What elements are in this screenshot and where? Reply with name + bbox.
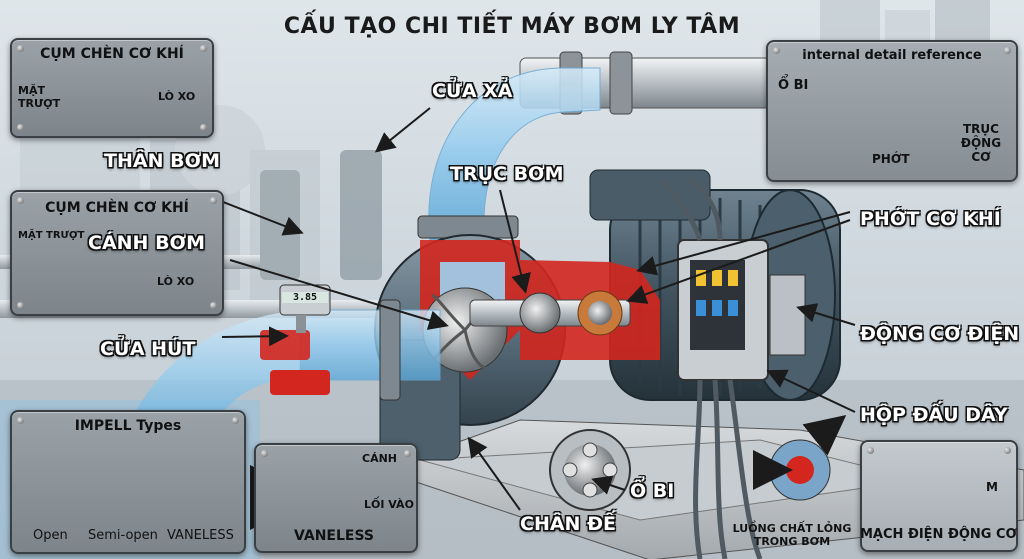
screw-icon: [17, 197, 24, 204]
pressure-gauge-readout: 3.85: [282, 292, 328, 303]
panel-title: CỤM CHÈN CƠ KHÍ: [40, 46, 184, 62]
label-spring: LÒ XO: [157, 275, 195, 288]
callout-impeller: CÁNH BƠM: [88, 232, 206, 254]
impeller-types-panel: IMPELL Types: [10, 410, 246, 554]
motor-circuit-panel: [860, 440, 1018, 552]
internal-detail-panel: internal detail reference: [766, 40, 1018, 182]
impeller-type-semi-open: Semi-open: [88, 528, 158, 543]
screw-icon: [17, 302, 24, 309]
impeller-type-open: Open: [33, 528, 68, 543]
motor-symbol: M: [986, 480, 998, 494]
callout-pump-casing: THÂN BƠM: [104, 150, 221, 172]
callout-mechanical-seal: PHỚT CƠ KHÍ: [860, 208, 1001, 230]
vaneless-panel: [254, 443, 418, 553]
screw-icon: [17, 124, 24, 131]
label-vane: CÁNH: [362, 452, 397, 465]
panel-title: CỤM CHÈN CƠ KHÍ: [45, 200, 189, 216]
callout-suction-inlet: CỬA HÚT: [100, 338, 196, 360]
mechanical-seal-panel-mid: CỤM CHÈN CƠ KHÍ: [10, 190, 224, 316]
label-sliding-face: MẶT TRƯỢT: [18, 230, 85, 241]
callout-discharge-outlet: CỬA XẢ: [432, 80, 513, 102]
screw-icon: [200, 124, 207, 131]
screw-icon: [200, 45, 207, 52]
diagram-title: CẤU TẠO CHI TIẾT MÁY BƠM LY TÂM: [283, 14, 741, 39]
screw-icon: [232, 417, 239, 424]
panel-title: internal detail reference: [802, 48, 982, 63]
screw-icon: [261, 450, 268, 457]
screw-icon: [867, 447, 874, 454]
label-bearing: Ổ BI: [778, 78, 809, 93]
label-sliding-face: MẶT TRƯỢT: [18, 84, 61, 110]
callout-pump-shaft: TRỤC BƠM: [450, 163, 564, 185]
screw-icon: [17, 45, 24, 52]
label-seal: PHỚT: [872, 152, 910, 166]
panel-title: IMPELL Types: [74, 418, 182, 434]
screw-icon: [210, 302, 217, 309]
screw-icon: [210, 197, 217, 204]
mechanical-seal-panel-top: CỤM CHÈN CƠ KHÍ: [10, 38, 214, 138]
vaneless-title: VANELESS: [293, 528, 375, 544]
circuit-title: MẠCH ĐIỆN ĐỘNG CƠ: [860, 527, 1017, 542]
callout-bearing: Ổ BI: [630, 480, 675, 502]
label-inlet: LỐI VÀO: [364, 498, 414, 511]
impeller-type-vaneless: VANELESS: [167, 528, 234, 543]
flow-label: LUỒNG CHẤT LỎNG TRONG BƠM: [732, 522, 852, 548]
screw-icon: [1004, 47, 1011, 54]
screw-icon: [404, 450, 411, 457]
screw-icon: [1004, 447, 1011, 454]
callout-base: CHÂN ĐẾ: [520, 513, 616, 535]
callout-terminal-box: HỘP ĐẤU DÂY: [860, 404, 1008, 426]
screw-icon: [17, 417, 24, 424]
label-spring: LÒ XO: [158, 90, 196, 103]
label-motor-shaft: TRỤC ĐỘNG CƠ: [960, 122, 1002, 164]
callout-electric-motor: ĐỘNG CƠ ĐIỆN: [860, 323, 1020, 345]
screw-icon: [773, 47, 780, 54]
